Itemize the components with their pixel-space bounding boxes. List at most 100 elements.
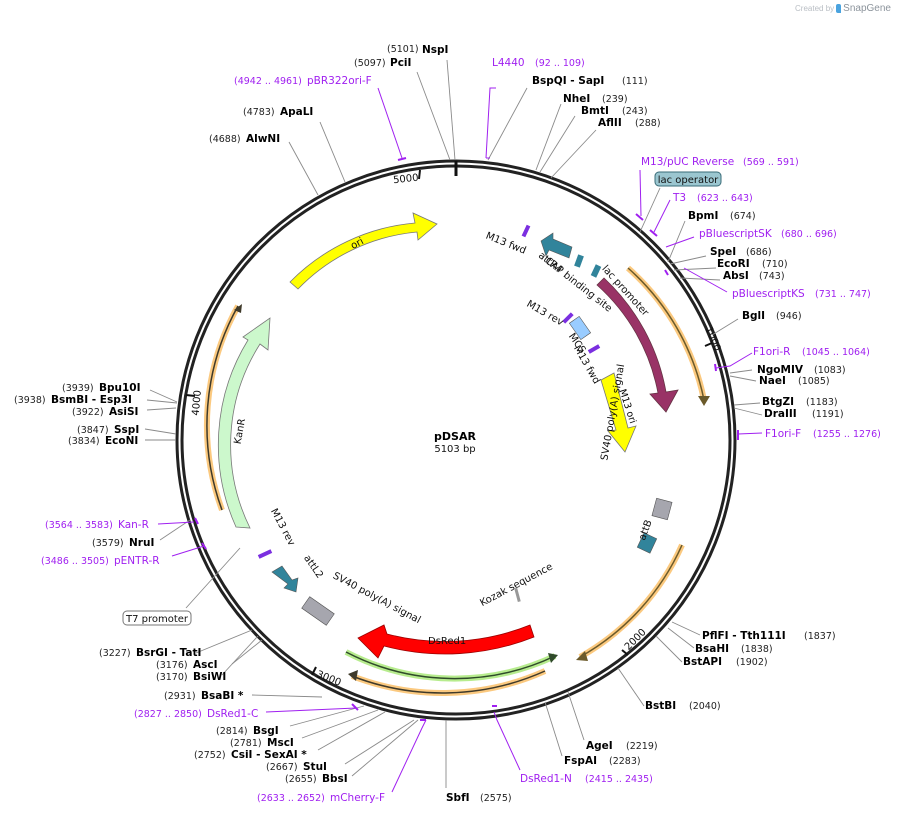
enzyme-pflfi-tth111i[interactable]: PflFI - Tth111I xyxy=(702,630,786,642)
enzyme-asci[interactable]: AscI xyxy=(193,659,218,671)
primer-m13-puc-reverse[interactable]: M13/pUC Reverse xyxy=(641,156,734,168)
primer-pbluescriptsk[interactable]: pBluescriptSK xyxy=(699,228,773,240)
feature-sv40-polya-1[interactable] xyxy=(651,497,673,521)
orf-arcs xyxy=(203,265,710,696)
enzyme-pos-bmti: (243) xyxy=(622,106,648,117)
feature-label-ori: ori xyxy=(349,236,366,252)
enzyme-bpu10i[interactable]: Bpu10I xyxy=(99,382,141,394)
enzyme-bstapi[interactable]: BstAPI xyxy=(683,656,722,668)
lac-operator-label[interactable]: lac operator xyxy=(654,171,722,187)
enzyme-btgzi[interactable]: BtgZI xyxy=(762,396,794,408)
primer-pbluescriptks[interactable]: pBluescriptKS xyxy=(732,288,805,300)
enzyme-pos-sbfi: (2575) xyxy=(480,793,512,804)
enzyme-agei[interactable]: AgeI xyxy=(586,740,613,752)
enzyme-bsiwi[interactable]: BsiWI xyxy=(193,671,226,683)
feature-attl2[interactable] xyxy=(271,565,299,593)
enzyme-nhei[interactable]: NheI xyxy=(563,93,590,105)
primer-f1ori-f[interactable]: F1ori-F xyxy=(765,428,801,440)
enzyme-apali[interactable]: ApaLI xyxy=(280,106,313,118)
enzyme-bsabi[interactable]: BsaBI * xyxy=(201,690,244,702)
primer-mcherry-f[interactable]: mCherry-F xyxy=(330,792,385,804)
enzyme-ngomiv[interactable]: NgoMIV xyxy=(757,364,804,376)
feature-mcs[interactable] xyxy=(568,315,592,341)
enzyme-pos-nspi: (5101) xyxy=(387,44,419,55)
enzyme-alwni[interactable]: AlwNI xyxy=(246,133,280,145)
primer-range-t3: (623 .. 643) xyxy=(697,193,753,204)
enzyme-econi[interactable]: EcoNI xyxy=(105,435,138,447)
feature-label-kanr: KanR xyxy=(233,418,248,445)
primer-range-kan-r: (3564 .. 3583) xyxy=(45,520,113,531)
enzyme-pos-apali: (4783) xyxy=(243,107,275,118)
enzyme-pos-asisi: (3922) xyxy=(72,407,104,418)
feature-sv40-polya-2[interactable] xyxy=(301,596,335,626)
feature-kozak[interactable] xyxy=(514,587,521,603)
enzyme-bsmbi-esp3i[interactable]: BsmBI - Esp3I xyxy=(51,394,132,406)
primer-range-l4440: (92 .. 109) xyxy=(535,58,585,69)
enzyme-pos-bspqi: (111) xyxy=(622,76,648,87)
primer-pbr322ori-f[interactable]: pBR322ori-F xyxy=(307,75,372,87)
enzyme-pos-sspi: (3847) xyxy=(77,425,109,436)
primer-l4440[interactable]: L4440 xyxy=(492,57,525,69)
enzyme-bsahi[interactable]: BsaHI xyxy=(695,643,729,655)
primer-range-pbluescriptsk: (680 .. 696) xyxy=(781,229,837,240)
enzyme-bpmi[interactable]: BpmI xyxy=(688,210,718,222)
enzyme-asisi[interactable]: AsiSI xyxy=(109,406,138,418)
enzyme-naei[interactable]: NaeI xyxy=(759,375,786,387)
feature-attb[interactable] xyxy=(636,532,658,554)
snapgene-credit: Created by SnapGene xyxy=(795,3,891,14)
feature-kanr[interactable]: KanR xyxy=(217,317,271,529)
enzyme-absi[interactable]: AbsI xyxy=(723,270,749,282)
feature-attr4[interactable] xyxy=(540,232,573,259)
enzyme-bsrgi-tati[interactable]: BsrGI - TatI xyxy=(136,647,201,659)
enzyme-bsgi[interactable]: BsgI xyxy=(253,725,279,737)
enzyme-stui[interactable]: StuI xyxy=(303,761,327,773)
feature-label-kozak: Kozak sequence xyxy=(478,561,554,609)
enzyme-sbfi[interactable]: SbfI xyxy=(446,792,470,804)
enzyme-draiii[interactable]: DraIII xyxy=(764,408,797,420)
primer-dsred1-c[interactable]: DsRed1-C xyxy=(207,708,258,720)
feature-label-m13-rev-2: M13 rev xyxy=(268,507,297,548)
enzyme-spei[interactable]: SpeI xyxy=(710,246,736,258)
enzyme-pos-naei: (1085) xyxy=(798,376,830,387)
enzyme-bgli[interactable]: BglI xyxy=(742,310,765,322)
primer-kan-r[interactable]: Kan-R xyxy=(118,519,149,531)
enzyme-msci[interactable]: MscI xyxy=(267,737,294,749)
enzyme-pos-bsrgi: (3227) xyxy=(99,648,131,659)
snapgene-logo-icon xyxy=(836,4,842,13)
feature-ori[interactable]: ori xyxy=(289,212,438,290)
enzyme-csii-sexai[interactable]: CsiI - SexAI * xyxy=(231,749,307,761)
plasmid-name: pDSAR xyxy=(434,430,476,443)
enzyme-nspi[interactable]: NspI xyxy=(422,44,448,56)
feature-dsred1[interactable]: DsRed1 xyxy=(357,624,535,659)
primer-f1ori-r[interactable]: F1ori-R xyxy=(753,346,790,358)
primer-range-pentr-r: (3486 .. 3505) xyxy=(41,556,109,567)
enzyme-pos-aflii: (288) xyxy=(635,118,661,129)
enzyme-bmti[interactable]: BmtI xyxy=(581,105,609,117)
enzyme-bbsi[interactable]: BbsI xyxy=(322,773,348,785)
t7-promoter-label[interactable]: T7 promoter xyxy=(122,610,192,626)
primer-pentr-r[interactable]: pENTR-R xyxy=(114,555,160,567)
enzyme-sspi[interactable]: SspI xyxy=(114,424,139,436)
enzyme-bspqi-sapi[interactable]: BspQI - SapI xyxy=(532,75,604,87)
primer-leaders xyxy=(157,87,763,793)
enzyme-aflii[interactable]: AflII xyxy=(598,117,622,129)
feature-label-m13-fwd-1: M13 fwd xyxy=(484,231,527,257)
feature-label-dsred1: DsRed1 xyxy=(428,636,466,647)
enzyme-pos-bpmi: (674) xyxy=(730,211,756,222)
enzyme-pos-spei: (686) xyxy=(746,247,772,258)
primer-t3[interactable]: T3 xyxy=(672,192,686,204)
enzyme-fspai[interactable]: FspAI xyxy=(564,755,597,767)
enzyme-pos-msci: (2781) xyxy=(230,738,262,749)
primer-range-dsred1-n: (2415 .. 2435) xyxy=(585,774,653,785)
primer-dsred1-n[interactable]: DsRed1-N xyxy=(520,773,572,785)
enzyme-bstbi[interactable]: BstBI xyxy=(645,700,676,712)
enzyme-pcii[interactable]: PciI xyxy=(390,57,411,69)
enzyme-ecori[interactable]: EcoRI xyxy=(717,258,750,270)
enzyme-pos-nhei: (239) xyxy=(602,94,628,105)
enzyme-nrui[interactable]: NruI xyxy=(129,537,154,549)
enzyme-pos-bsmbi: (3938) xyxy=(14,395,46,406)
primer-site-m13-rev-1 xyxy=(562,312,574,324)
feature-lac-promoter-box xyxy=(590,264,602,278)
enzyme-pos-bgli: (946) xyxy=(776,311,802,322)
enzyme-pos-bstbi: (2040) xyxy=(689,701,721,712)
